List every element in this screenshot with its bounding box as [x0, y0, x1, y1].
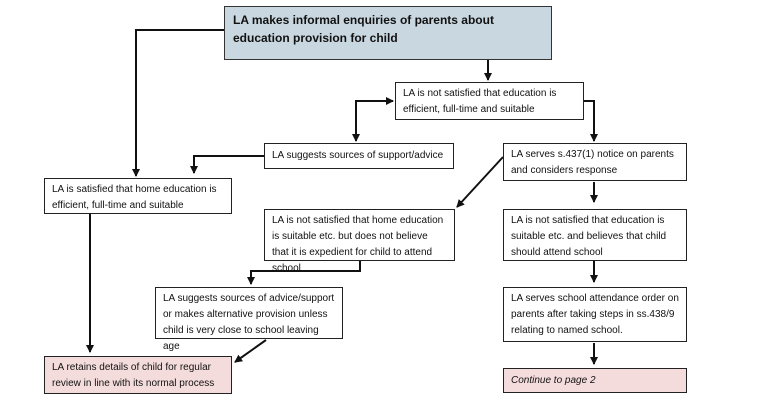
node-satisfied-home-education: LA is satisfied that home education is e…	[44, 178, 232, 214]
node-serves-notice: LA serves s.437(1) notice on parents and…	[503, 143, 687, 181]
node-label: LA serves school attendance order on par…	[511, 293, 679, 336]
node-suggests-support: LA suggests sources of support/advice	[264, 143, 454, 169]
node-label: LA is not satisfied that education is su…	[511, 215, 667, 258]
arrow-alternative-to-retains	[234, 339, 267, 363]
arrow-support-to-satisfied	[190, 155, 264, 174]
node-label: LA suggests sources of advice/support or…	[163, 293, 335, 352]
node-label: LA makes informal enquiries of parents a…	[233, 13, 494, 45]
node-label: LA is not satisfied that home education …	[272, 215, 444, 274]
node-informal-enquiries: LA makes informal enquiries of parents a…	[224, 6, 552, 60]
node-suggests-alternative: LA suggests sources of advice/support or…	[155, 287, 343, 352]
arrow-not-satisfied-to-notice	[584, 100, 598, 142]
node-retains-details: LA retains details of child for regular …	[44, 356, 232, 394]
node-not-satisfied-should-attend: LA is not satisfied that education is su…	[503, 209, 687, 261]
node-label: LA is not satisfied that education is ef…	[403, 88, 557, 115]
arrow-not-expedient-to-alternative	[247, 261, 361, 285]
node-continue-page-2[interactable]: Continue to page 2	[503, 368, 687, 393]
node-label: LA retains details of child for regular …	[52, 362, 215, 389]
arrow-not-satisfied-to-support	[355, 97, 394, 141]
node-label: LA serves s.437(1) notice on parents and…	[511, 149, 674, 176]
node-label: Continue to page 2	[511, 375, 596, 386]
node-label: LA is satisfied that home education is e…	[52, 184, 217, 211]
node-serves-attendance-order: LA serves school attendance order on par…	[503, 287, 687, 342]
node-not-satisfied-efficient: LA is not satisfied that education is ef…	[395, 82, 584, 120]
node-label: LA suggests sources of support/advice	[272, 150, 444, 161]
node-not-satisfied-not-expedient: LA is not satisfied that home education …	[264, 209, 455, 274]
arrow-enquiries-to-satisfied	[132, 29, 224, 177]
arrow-notice-to-not-expedient	[456, 156, 504, 208]
